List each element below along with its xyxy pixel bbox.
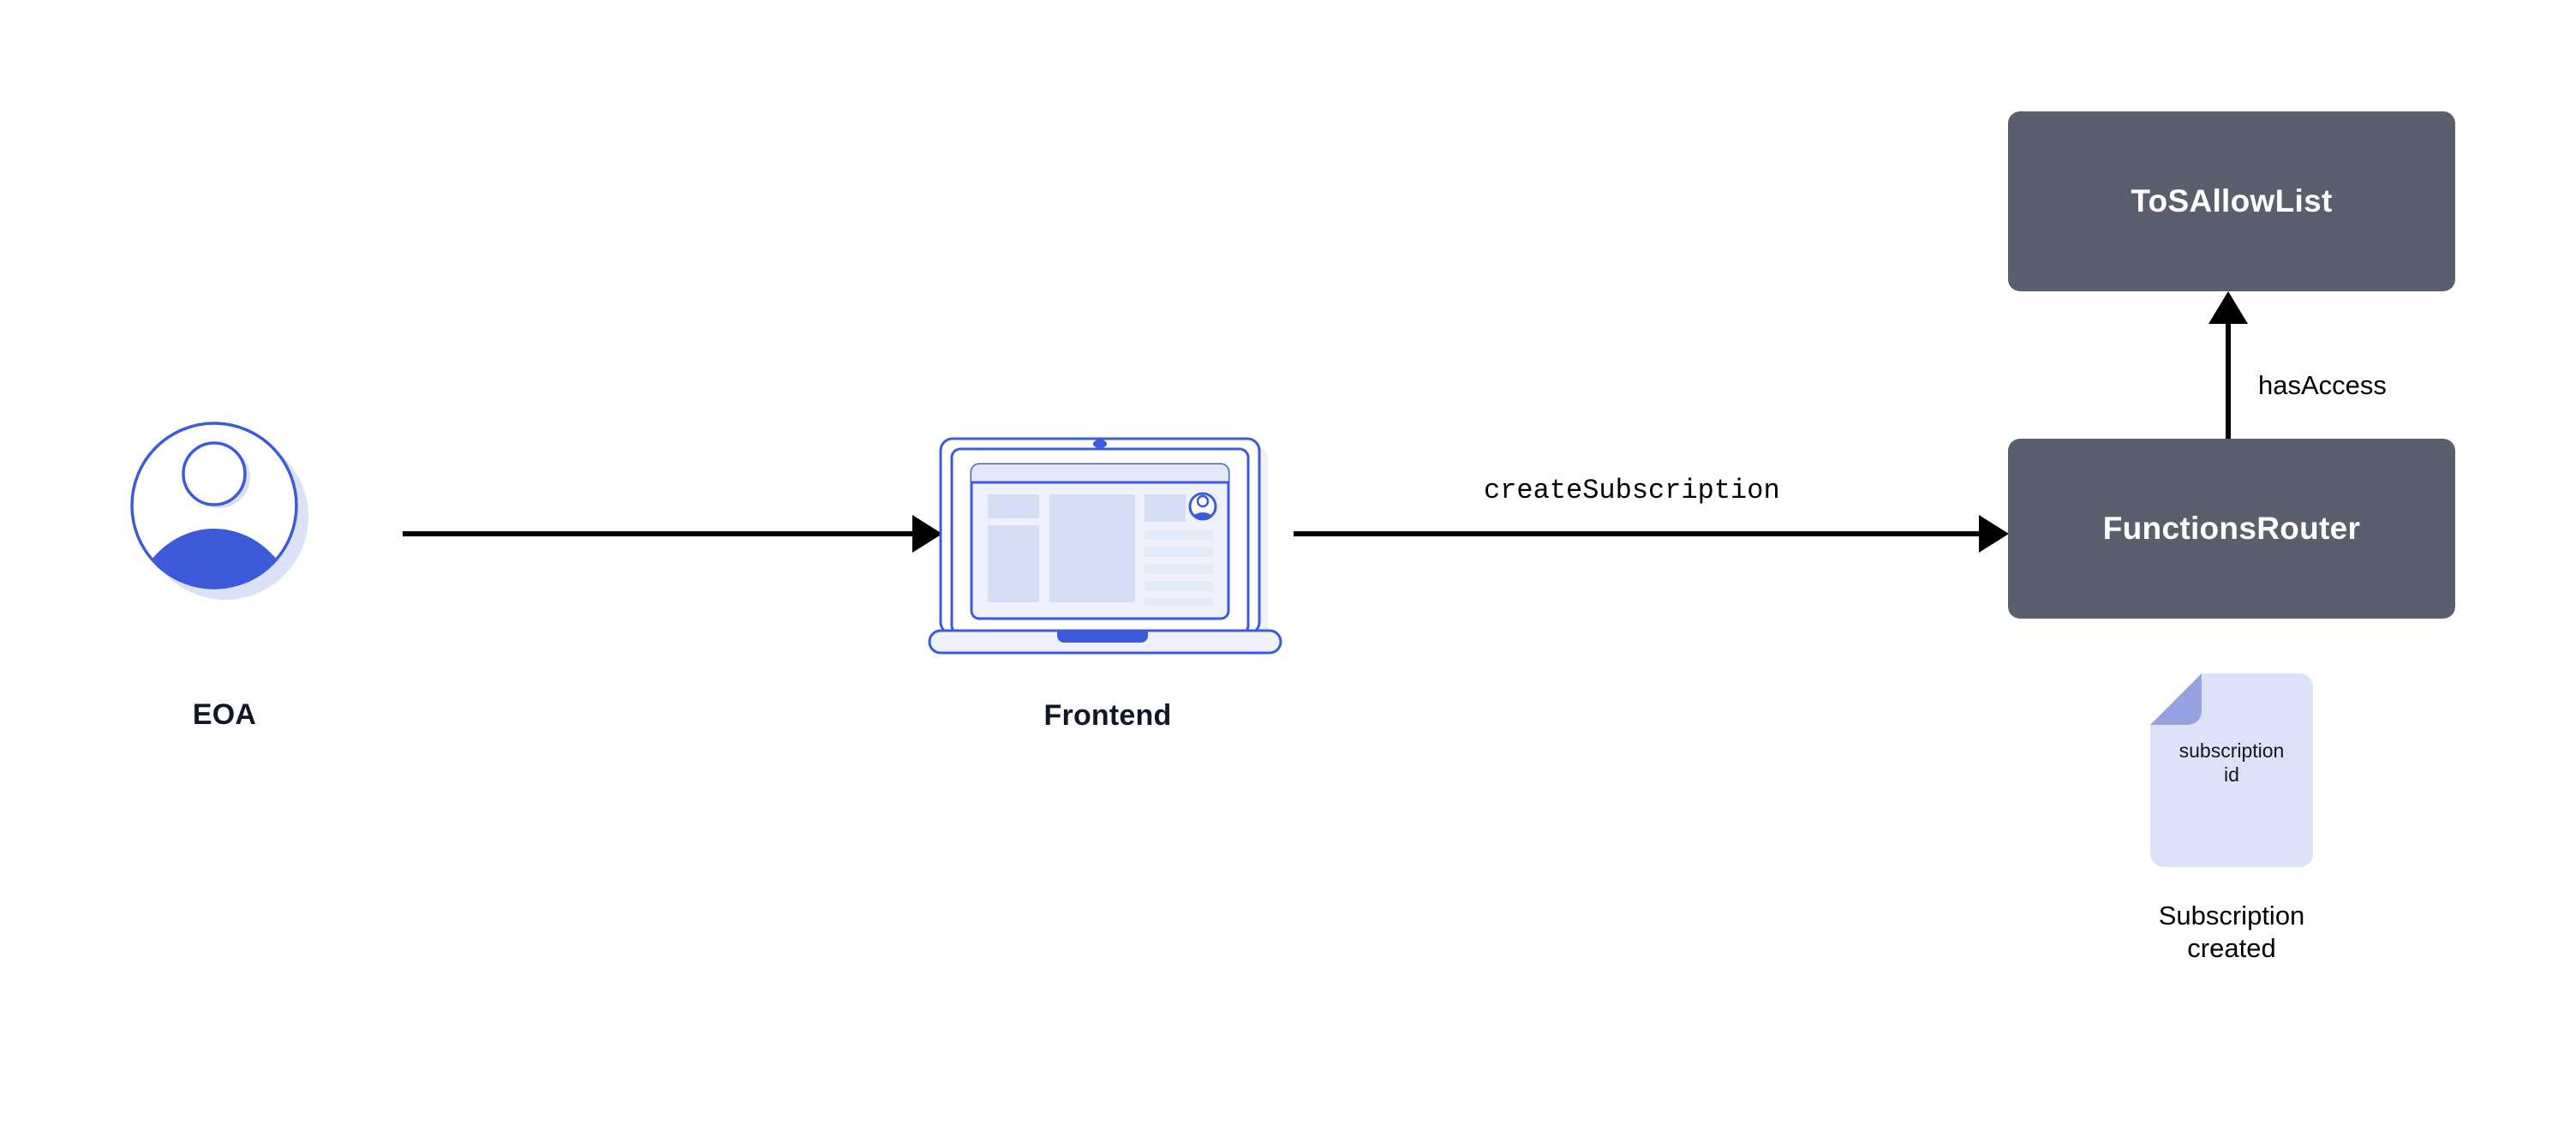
laptop-icon — [928, 437, 1282, 655]
edge-label-create-subscription: createSubscription — [1484, 475, 1780, 506]
node-frontend: Frontend — [923, 427, 1292, 769]
node-label-eoa: EOA — [192, 698, 257, 731]
caption-line-1: Subscription — [2158, 901, 2305, 931]
user-avatar-icon — [130, 422, 308, 600]
arrow-functionsrouter-to-tosallowlist — [2208, 291, 2248, 439]
node-label-tos-allowlist: ToSAllowList — [2131, 183, 2333, 218]
node-eoa: EOA — [129, 420, 368, 763]
artifact-caption-subscription-created: Subscription created — [2090, 900, 2373, 965]
node-functions-router[interactable]: FunctionsRouter — [2008, 439, 2455, 619]
node-label-functions-router: FunctionsRouter — [2102, 511, 2361, 546]
node-label-frontend: Frontend — [1043, 699, 1172, 732]
caption-line-2: created — [2187, 933, 2276, 963]
arrow-eoa-to-frontend — [403, 515, 942, 553]
document-icon — [2150, 673, 2313, 867]
arrow-frontend-to-functionsrouter — [1294, 515, 2009, 553]
screen-avatar-icon — [1188, 492, 1217, 521]
edge-label-has-access: hasAccess — [2258, 370, 2387, 400]
artifact-subscription-doc: subscription id — [2149, 672, 2315, 869]
doc-line-2: id — [2224, 763, 2239, 786]
doc-line-1: subscription — [2179, 739, 2285, 762]
document-inner-text: subscription id — [2149, 739, 2315, 787]
node-tos-allowlist[interactable]: ToSAllowList — [2008, 111, 2455, 291]
